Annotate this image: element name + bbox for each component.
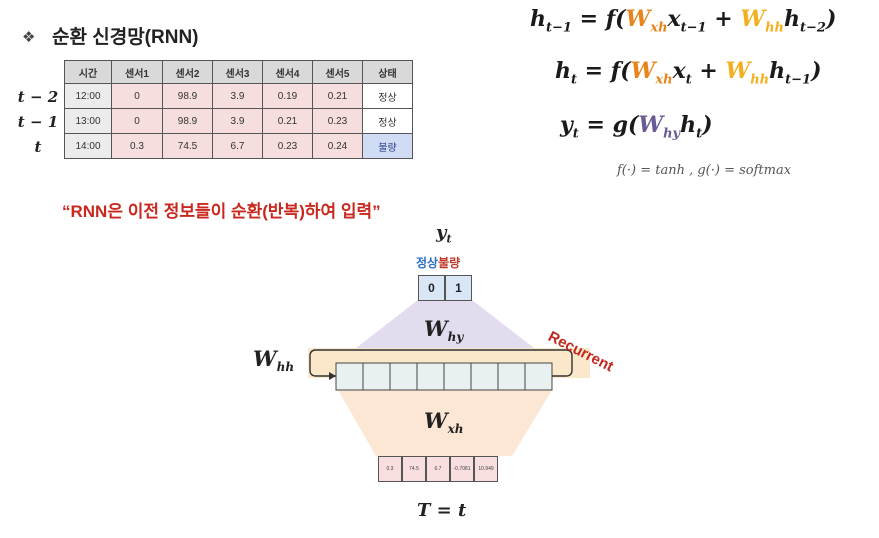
table-cell: 0.21 xyxy=(262,108,313,134)
table-cell: 98.9 xyxy=(162,108,213,134)
weight-why-label: Why xyxy=(424,316,464,345)
row-label-t-minus-1: t − 1 xyxy=(17,113,59,131)
table-cell: 14:00 xyxy=(64,133,112,159)
status-cell: 정상 xyxy=(362,108,413,134)
table-row: 13:00 0 98.9 3.9 0.21 0.23 정상 xyxy=(64,108,413,134)
table-cell: 0.23 xyxy=(262,133,313,159)
rnn-quote: “RNN은 이전 정보들이 순환(반복)하여 입력” xyxy=(62,202,381,221)
recurrent-loop xyxy=(309,349,573,377)
output-var-label: yt xyxy=(436,222,452,246)
table-cell: 6.7 xyxy=(212,133,263,159)
hidden-unit xyxy=(497,362,526,391)
hidden-unit xyxy=(443,362,472,391)
status-cell-bad: 불량 xyxy=(362,133,413,159)
hidden-unit xyxy=(416,362,445,391)
equation-h-t: ht = f(Wxhxt + Whhht−1) xyxy=(555,58,822,88)
col-header: 시간 xyxy=(64,60,112,84)
hidden-unit xyxy=(524,362,553,391)
hidden-unit xyxy=(470,362,499,391)
table-cell: 0.3 xyxy=(111,133,163,159)
table-cell: 0 xyxy=(111,83,163,109)
equation-h-t-minus-1: ht−1 = f(Wxhxt−1 + Whhht−2) xyxy=(530,6,837,36)
row-label-t-minus-2: t − 2 xyxy=(17,88,59,106)
input-cell: 0.3 xyxy=(378,456,402,482)
legend-normal: 정상 xyxy=(416,256,439,270)
col-header: 센서1 xyxy=(111,60,163,84)
output-fan xyxy=(338,300,552,362)
legend-bad: 불량 xyxy=(438,256,461,270)
row-label-t: t xyxy=(34,138,42,156)
output-legend: 정상불량 xyxy=(416,254,460,271)
hidden-layer xyxy=(335,362,553,391)
output-cell-bad: 1 xyxy=(445,275,472,301)
activation-note: f(·) = tanh , g(·) = softmax xyxy=(617,163,792,178)
recurrent-arrowhead-icon xyxy=(329,372,336,380)
weight-wxh-label: Wxh xyxy=(424,408,464,437)
table-row: 12:00 0 98.9 3.9 0.19 0.21 정상 xyxy=(64,83,413,109)
output-cell-normal: 0 xyxy=(418,275,445,301)
col-header: 상태 xyxy=(362,60,413,84)
weight-whh-label: Whh xyxy=(253,346,295,375)
hidden-unit xyxy=(362,362,391,391)
input-cell: -0.7081 xyxy=(450,456,474,482)
time-label: T = t xyxy=(417,500,467,521)
table-cell: 12:00 xyxy=(64,83,112,109)
sensor-table: 시간 센서1 센서2 센서3 센서4 센서5 상태 12:00 0 98.9 3… xyxy=(64,60,413,159)
table-row: 14:00 0.3 74.5 6.7 0.23 0.24 불량 xyxy=(64,133,413,159)
table-cell: 0.19 xyxy=(262,83,313,109)
table-cell: 0.21 xyxy=(312,83,363,109)
hidden-unit xyxy=(335,362,364,391)
input-fan xyxy=(338,390,552,456)
section-title: 순환 신경망(RNN) xyxy=(52,27,199,48)
table-header-row: 시간 센서1 센서2 센서3 센서4 센서5 상태 xyxy=(64,60,413,84)
table-cell: 0.24 xyxy=(312,133,363,159)
input-cell: 6.7 xyxy=(426,456,450,482)
hidden-unit xyxy=(389,362,418,391)
col-header: 센서4 xyxy=(262,60,313,84)
bullet-icon: ❖ xyxy=(22,29,36,46)
status-cell: 정상 xyxy=(362,83,413,109)
input-cell: 74.5 xyxy=(402,456,426,482)
col-header: 센서3 xyxy=(212,60,263,84)
table-cell: 0 xyxy=(111,108,163,134)
table-cell: 3.9 xyxy=(212,83,263,109)
equation-y-t: yt = g(Whyht) xyxy=(560,112,713,142)
input-cell: 10.949 xyxy=(474,456,498,482)
